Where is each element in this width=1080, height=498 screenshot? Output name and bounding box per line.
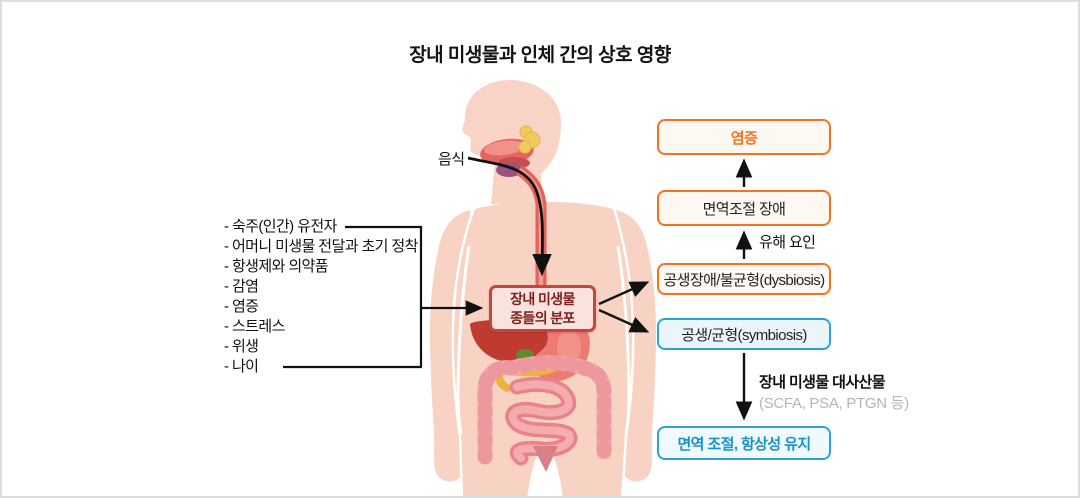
flow-box-label: 면역 조절, 항상성 유지 [677,435,811,453]
factor-item: - 어머니 미생물 전달과 초기 정착 [224,238,418,255]
silhouette-gaps [456,245,631,435]
gut-microbiome-box-line1: 장내 미생물 [510,291,575,308]
factor-item: - 감염 [224,278,259,295]
stomach-highlight [557,330,581,364]
metabolites-label-line2: (SCFA, PSA, PTGN 등) [759,395,909,412]
tongue [484,140,524,156]
flow-box-immune-disorder: 면역조절 장애 [657,190,831,226]
flow-box-immune-homeostasis: 면역 조절, 항상성 유지 [657,426,831,460]
flow-box-label: 공생/균형(symbiosis) [681,326,807,344]
metabolites-label-line1: 장내 미생물 대사산물 [759,374,886,391]
factor-item: - 나이 [224,358,259,375]
salivary-gland [518,125,541,154]
factor-item: - 숙주(인간) 유전자 [224,218,337,235]
gut-microbiome-box: 장내 미생물 종들의 분포 [489,285,596,332]
flow-box-dysbiosis: 공생장애/불균형(dysbiosis) [657,263,831,295]
factor-item: - 항생제와 의약품 [224,258,329,275]
large-intestine-haustra [477,355,612,465]
factor-item: - 염증 [224,298,259,315]
page-title: 장내 미생물과 인체 간의 상호 영향 [409,45,671,66]
factor-list: - 숙주(인간) 유전자 - 어머니 미생물 전달과 초기 정착 - 항생제와 … [224,217,418,377]
flow-box-symbiosis: 공생/균형(symbiosis) [657,318,831,350]
factor-item: - 스트레스 [224,318,285,335]
flow-box-inflammation: 염증 [657,119,831,155]
flow-box-label: 염증 [730,129,758,147]
flow-box-label: 면역조절 장애 [702,200,786,218]
flow-box-label: 공생장애/불균형(dysbiosis) [663,271,825,289]
factor-item: - 위생 [224,338,259,355]
rectum [533,446,558,472]
gut-microbiome-box-line2: 종들의 분포 [510,309,575,326]
food-label: 음식 [438,151,465,168]
harmful-factors-label: 유해 요인 [759,234,816,251]
